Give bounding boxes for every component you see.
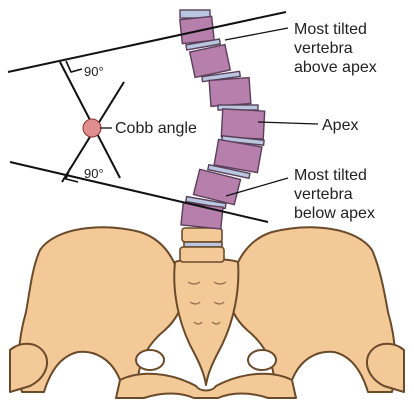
spine-segment bbox=[190, 45, 231, 78]
lower-vertebrae bbox=[180, 228, 224, 262]
label-90-top: 90° bbox=[84, 64, 104, 79]
lower-vertebra bbox=[180, 247, 224, 262]
right-angle-marker-bottom bbox=[66, 168, 78, 182]
right-angle-marker-top bbox=[66, 61, 82, 72]
leader-apex bbox=[258, 122, 318, 124]
leader-top bbox=[225, 28, 288, 40]
lower-vertebra bbox=[182, 228, 222, 242]
right-obturator bbox=[248, 350, 276, 370]
label-cobb-angle: Cobb angle bbox=[115, 120, 197, 137]
spine-segment bbox=[180, 16, 214, 43]
left-obturator bbox=[136, 350, 164, 370]
spine-segment bbox=[209, 78, 251, 107]
spine-segment bbox=[221, 109, 264, 139]
label-bottom-vertebra: Most tilted vertebra below apex bbox=[294, 167, 375, 222]
label-apex: Apex bbox=[322, 117, 358, 134]
cobb-angle-marker bbox=[83, 119, 101, 137]
upper-endplate-line bbox=[8, 12, 286, 72]
label-top-vertebra: Most tilted vertebra above apex bbox=[294, 21, 377, 76]
sacrum bbox=[174, 259, 238, 385]
label-90-bottom: 90° bbox=[84, 166, 104, 181]
